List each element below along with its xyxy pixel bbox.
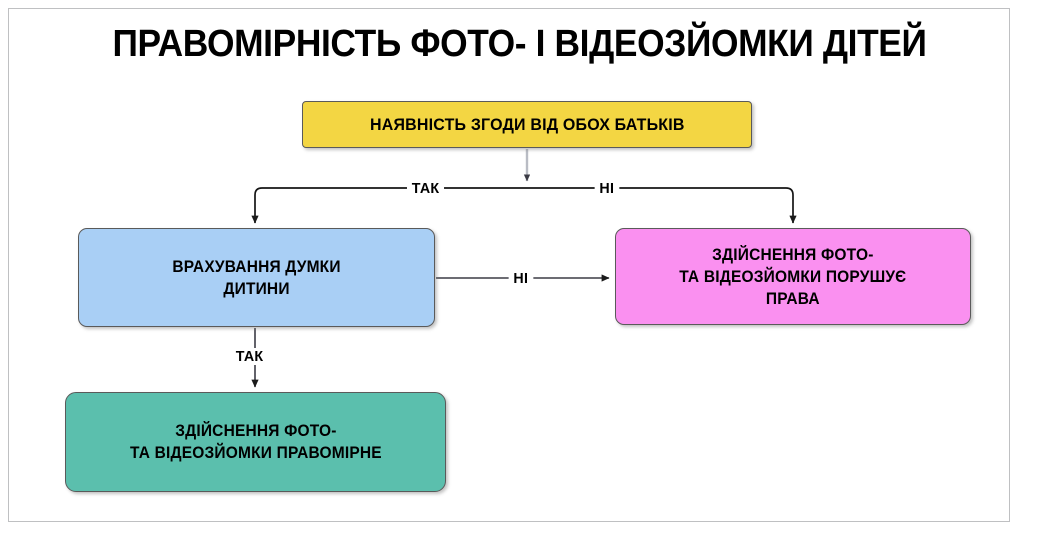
edge-label-opinion-no: НІ [508, 270, 533, 287]
edge-label-consent-yes: ТАК [406, 180, 445, 197]
page-title: ПРАВОМІРНІСТЬ ФОТО- І ВІДЕОЗЙОМКИ ДІТЕЙ [112, 23, 927, 65]
node-consent-label: НАЯВНІСТЬ ЗГОДИ ВІД ОБОХ БАТЬКІВ [369, 115, 685, 134]
node-lawful-label: ЗДІЙСНЕННЯ ФОТО- ТА ВІДЕОЗЙОМКИ ПРАВОМІР… [129, 422, 382, 462]
node-child-opinion-label: ВРАХУВАННЯ ДУМКИ ДИТИНИ [172, 257, 341, 298]
node-consent[interactable]: НАЯВНІСТЬ ЗГОДИ ВІД ОБОХ БАТЬКІВ [302, 101, 752, 148]
node-child-opinion[interactable]: ВРАХУВАННЯ ДУМКИ ДИТИНИ [78, 228, 435, 327]
node-violates-rights[interactable]: ЗДІЙСНЕННЯ ФОТО- ТА ВІДЕОЗЙОМКИ ПОРУШУЄ … [615, 228, 971, 325]
edge-label-consent-no: НІ [594, 180, 619, 197]
edge-label-opinion-yes: ТАК [230, 348, 269, 365]
node-violates-rights-label: ЗДІЙСНЕННЯ ФОТО- ТА ВІДЕОЗЙОМКИ ПОРУШУЄ … [679, 245, 907, 308]
node-lawful[interactable]: ЗДІЙСНЕННЯ ФОТО- ТА ВІДЕОЗЙОМКИ ПРАВОМІР… [65, 392, 446, 492]
